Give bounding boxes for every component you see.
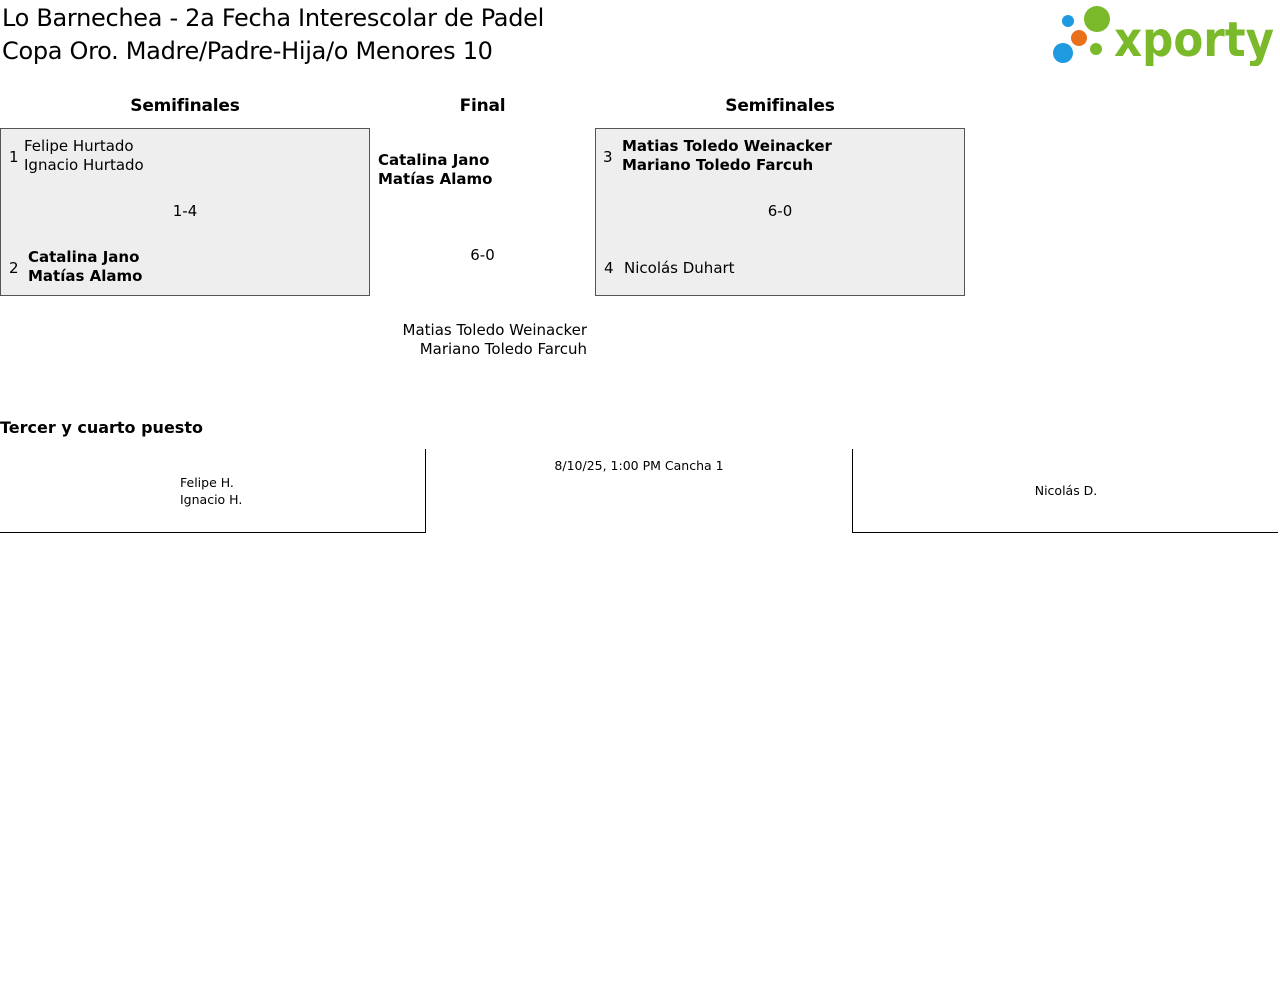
match-schedule: 8/10/25, 1:00 PM Cancha 1 <box>554 458 724 473</box>
team-felipe-ignacio-hurtado: Felipe Hurtado Ignacio Hurtado <box>24 137 144 175</box>
player-name: Catalina Jano <box>378 151 490 169</box>
semifinal-left-match[interactable]: 1 Felipe Hurtado Ignacio Hurtado 1-4 2 C… <box>0 128 370 296</box>
final-team-bottom: Matias Toledo Weinacker Mariano Toledo F… <box>380 321 587 359</box>
title-line-1: Lo Barnechea - 2a Fecha Interescolar de … <box>2 4 544 32</box>
final-score: 6-0 <box>470 246 495 264</box>
title-line-2: Copa Oro. Madre/Padre-Hija/o Menores 10 <box>2 37 493 65</box>
player-name: Mariano Toledo Farcuh <box>419 340 587 358</box>
player-name: Catalina Jano <box>28 248 140 266</box>
seed-number: 1 <box>9 148 19 166</box>
player-name: Mariano Toledo Farcuh <box>622 156 814 174</box>
player-name: Ignacio Hurtado <box>24 156 144 174</box>
third-place-schedule-cell: 8/10/25, 1:00 PM Cancha 1 <box>426 449 852 533</box>
xporty-logo: xporty <box>1053 6 1274 66</box>
third-place-heading: Tercer y cuarto puesto <box>0 418 203 437</box>
player-name: Ignacio H. <box>180 492 243 507</box>
seed-number: 3 <box>603 148 613 166</box>
player-name: Nicolás D. <box>1034 483 1098 498</box>
third-place-team-left-cell[interactable]: Felipe H. Ignacio H. <box>0 449 426 533</box>
match-score: 6-0 <box>767 202 793 220</box>
team-nicolas-duhart: Nicolás Duhart <box>624 259 735 278</box>
match-score: 1-4 <box>172 202 198 220</box>
stage-heading-final: Final <box>459 96 506 116</box>
player-name: Nicolás Duhart <box>624 259 735 277</box>
player-name: Matías Alamo <box>378 170 493 188</box>
stage-heading-semifinal-left: Semifinales <box>130 96 240 116</box>
third-place-team-left: Felipe H. Ignacio H. <box>180 474 242 508</box>
player-name: Felipe Hurtado <box>24 137 134 155</box>
seed-number: 4 <box>604 259 614 277</box>
semifinal-right-match[interactable]: 3 Matias Toledo Weinacker Mariano Toledo… <box>595 128 965 296</box>
logo-dot-blue-large <box>1053 43 1073 63</box>
player-name: Matías Alamo <box>28 267 143 285</box>
team-toledo: Matias Toledo Weinacker Mariano Toledo F… <box>622 137 832 175</box>
third-place-team-right: Nicolás D. <box>853 482 1279 499</box>
logo-dot-green-small <box>1090 43 1102 55</box>
logo-dot-green <box>1084 6 1110 32</box>
logo-dot-orange <box>1071 30 1087 46</box>
player-name: Matias Toledo Weinacker <box>402 321 587 339</box>
player-name: Felipe H. <box>180 475 234 490</box>
player-name: Matias Toledo Weinacker <box>622 137 832 155</box>
logo-dot-blue-small <box>1062 15 1074 27</box>
logo-text: xporty <box>1114 12 1274 66</box>
third-place-team-right-cell[interactable]: Nicolás D. <box>852 449 1278 533</box>
team-catalina-jano-matias-alamo: Catalina Jano Matías Alamo <box>28 248 142 286</box>
final-team-top: Catalina Jano Matías Alamo <box>378 151 492 189</box>
seed-number: 2 <box>9 259 19 277</box>
stage-heading-semifinal-right: Semifinales <box>725 96 835 116</box>
page-title: Lo Barnechea - 2a Fecha Interescolar de … <box>2 2 544 68</box>
